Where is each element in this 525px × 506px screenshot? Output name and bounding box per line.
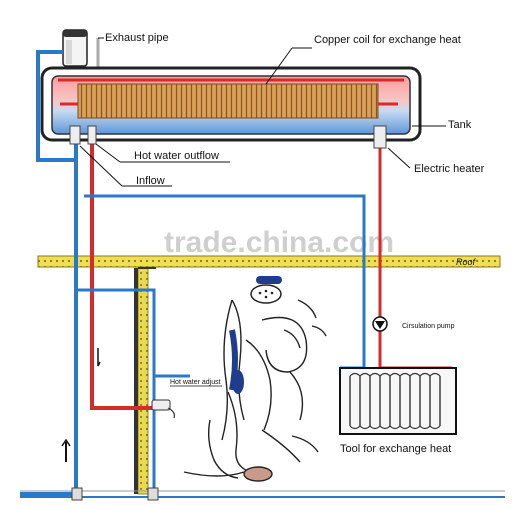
roof-band (37, 255, 501, 268)
leader-outflow (95, 143, 121, 163)
flow-arrow-up (61, 438, 71, 462)
floor-valve-right (147, 487, 159, 501)
shower-head-icon (250, 276, 282, 304)
roof-label: Roof (456, 257, 477, 267)
label-copper-coil: Copper coil for exchange heat (314, 34, 461, 46)
hot-water-pipe (90, 140, 152, 410)
label-tank: Tank (448, 119, 472, 131)
leader-coil (265, 47, 293, 85)
inflow-pipe (20, 140, 78, 496)
label-electric-heater: Electric heater (414, 163, 485, 175)
label-tool-exchange-heat: Tool for exchange heat (340, 443, 451, 455)
label-circulation-pump: Cirsulation pump (402, 323, 455, 330)
leader-heater (387, 147, 411, 169)
fitting-left (69, 125, 81, 145)
flow-arrow-down (97, 348, 101, 367)
floor-valve-left (71, 487, 83, 501)
label-inflow: Inflow (136, 175, 165, 187)
copper-coil (77, 83, 379, 119)
cold-pipe-wall (76, 288, 156, 494)
fitting-mid (87, 125, 97, 145)
radiator (339, 367, 457, 435)
hot-water-adjust-valve (151, 399, 175, 419)
label-exhaust-pipe: Exhaust pipe (105, 32, 169, 44)
exhaust-cylinder (62, 29, 88, 67)
tank (40, 66, 422, 142)
person-showering-illustration (183, 299, 327, 482)
watermark: trade.china.com (164, 226, 394, 259)
label-hot-water-adjust: Hot water adjust (170, 379, 221, 386)
interior-wall (137, 267, 149, 495)
cold-pipe-top (36, 50, 76, 162)
circulation-pump-icon (372, 316, 388, 332)
label-hot-water-outflow: Hot water outflow (134, 150, 219, 162)
electric-heater-fitting (373, 125, 387, 149)
leader-inflow (79, 145, 123, 187)
